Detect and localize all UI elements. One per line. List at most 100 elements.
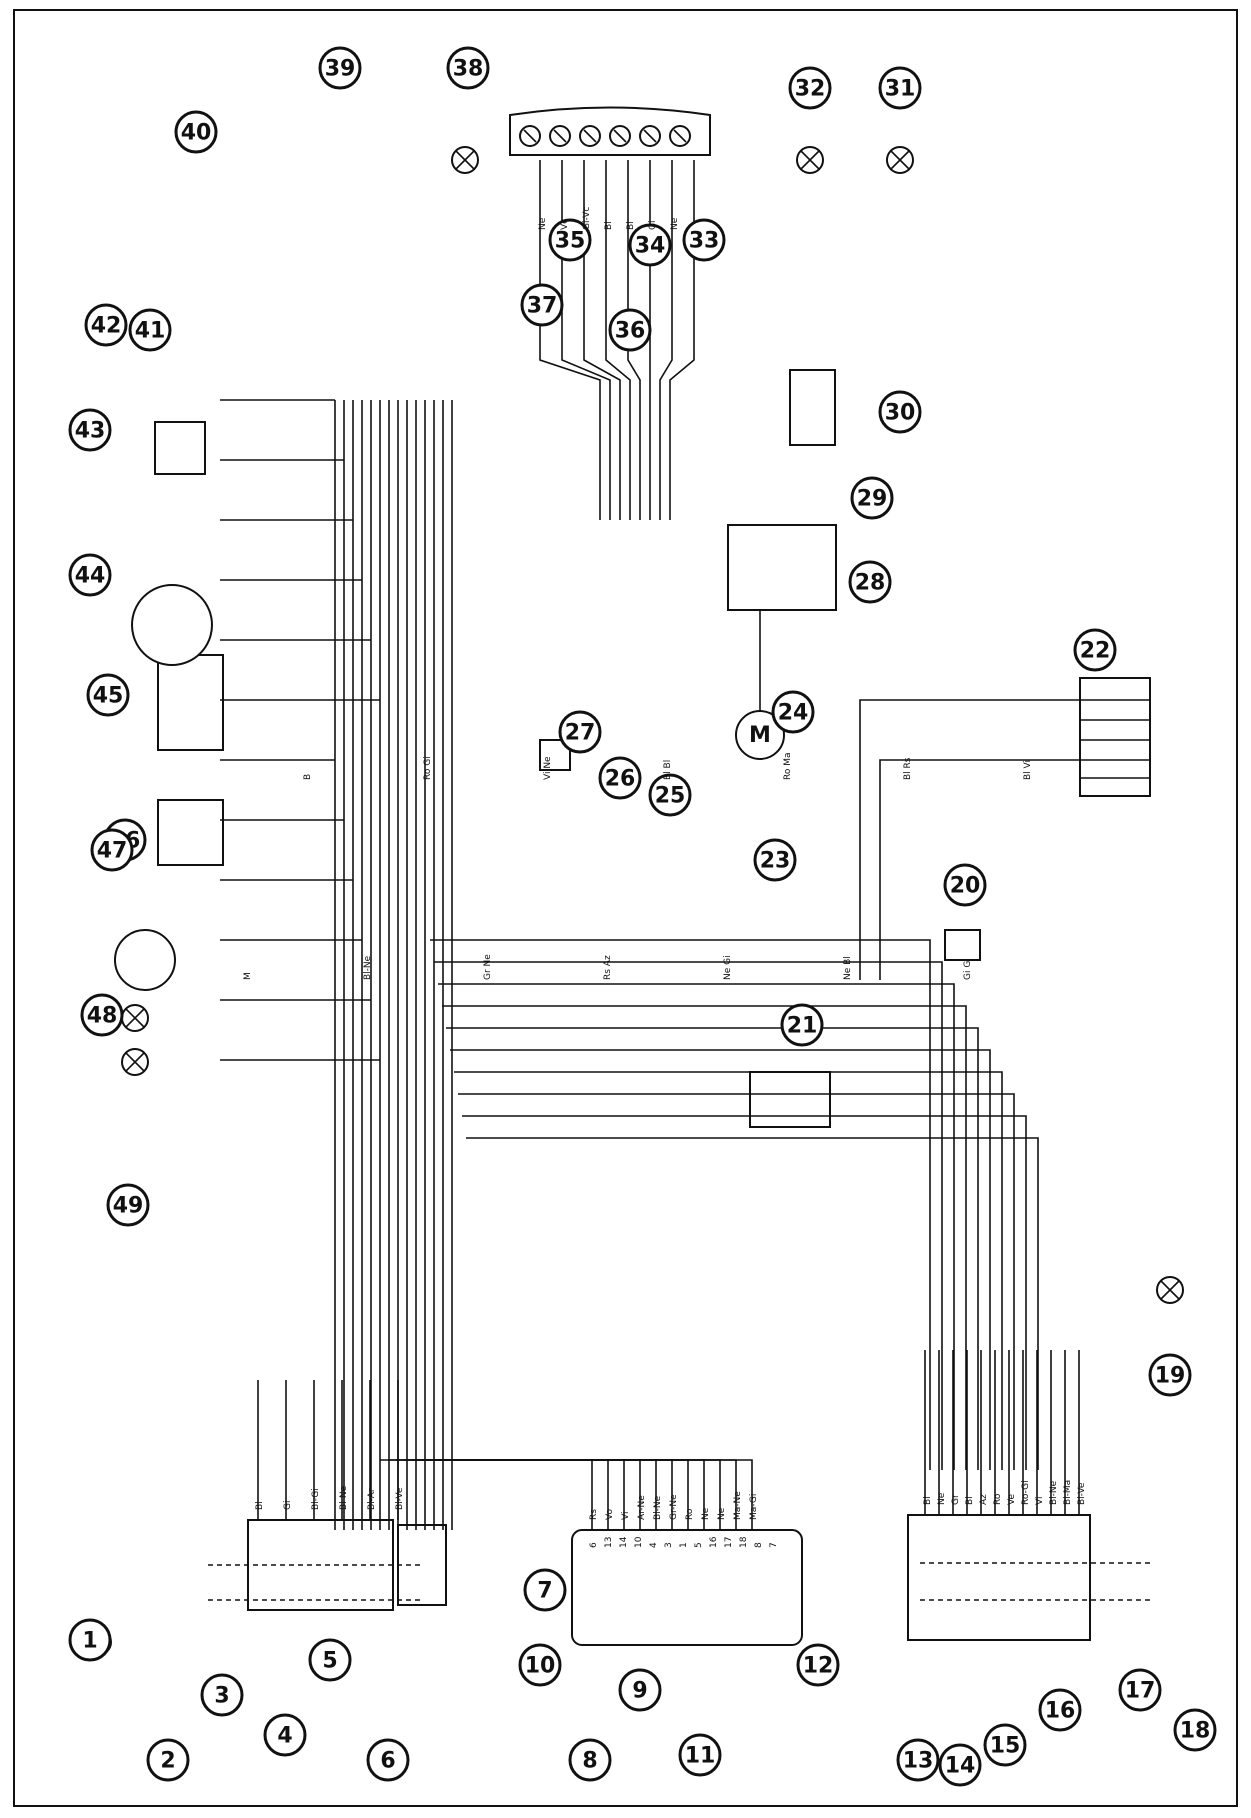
component-26-box <box>539 739 571 771</box>
svg-text:Ma-Gi: Ma-Gi <box>749 1494 759 1520</box>
svg-text:18: 18 <box>739 1536 749 1548</box>
svg-text:24: 24 <box>778 701 809 726</box>
callout-20: 20 <box>943 863 987 907</box>
svg-text:M: M <box>749 723 771 748</box>
callout-39: 39 <box>318 46 362 90</box>
callout-49: 49 <box>106 1183 150 1227</box>
svg-text:21: 21 <box>787 1014 818 1039</box>
component-6-box <box>397 1524 447 1606</box>
callout-24: 24 <box>771 690 815 734</box>
callout-3: 3 <box>200 1673 244 1717</box>
svg-text:3: 3 <box>664 1542 674 1548</box>
battery <box>1079 677 1151 797</box>
svg-text:Gi: Gi <box>283 1501 293 1510</box>
svg-text:47: 47 <box>97 839 128 864</box>
lamp-icons <box>84 125 1184 1656</box>
svg-text:38: 38 <box>453 57 484 82</box>
svg-text:Bl: Bl <box>626 221 636 230</box>
svg-text:44: 44 <box>75 564 106 589</box>
svg-text:4: 4 <box>277 1724 292 1749</box>
svg-text:Ne: Ne <box>701 1507 711 1520</box>
svg-text:16: 16 <box>1045 1699 1076 1724</box>
svg-text:Vi: Vi <box>621 1512 631 1520</box>
svg-text:Rs: Rs <box>589 1509 599 1520</box>
callout-26: 26 <box>598 756 642 800</box>
callout-11: 11 <box>678 1733 722 1777</box>
svg-text:Bl-Ma: Bl-Ma <box>1063 1480 1073 1505</box>
svg-text:8: 8 <box>754 1542 764 1548</box>
callout-12: 12 <box>796 1643 840 1687</box>
callout-32: 32 <box>788 66 832 110</box>
svg-text:Vo: Vo <box>605 1509 615 1520</box>
svg-text:28: 28 <box>855 571 886 596</box>
svg-text:33: 33 <box>689 229 720 254</box>
svg-text:22: 22 <box>1080 639 1111 664</box>
svg-text:4: 4 <box>649 1542 659 1548</box>
alternator <box>131 584 213 666</box>
svg-text:Bl-Ne: Bl-Ne <box>363 955 373 980</box>
svg-text:48: 48 <box>87 1004 118 1029</box>
svg-text:Bl: Bl <box>255 1501 265 1510</box>
svg-text:16: 16 <box>709 1536 719 1548</box>
svg-text:30: 30 <box>885 401 916 426</box>
svg-text:37: 37 <box>527 294 558 319</box>
svg-text:Ro-Gi: Ro-Gi <box>1021 1480 1031 1505</box>
svg-text:14: 14 <box>945 1754 976 1779</box>
svg-text:29: 29 <box>857 487 888 512</box>
svg-text:Ne: Ne <box>717 1507 727 1520</box>
svg-text:10: 10 <box>634 1536 644 1548</box>
svg-text:Ve: Ve <box>1007 1494 1017 1505</box>
svg-text:Ro Ma: Ro Ma <box>783 753 793 781</box>
svg-text:39: 39 <box>325 57 356 82</box>
horn <box>114 929 176 991</box>
svg-text:17: 17 <box>1125 1679 1156 1704</box>
callout-47: 47 <box>90 828 134 872</box>
svg-text:1: 1 <box>679 1542 689 1548</box>
callout-44: 44 <box>68 553 112 597</box>
svg-text:35: 35 <box>555 229 586 254</box>
fuse-box <box>749 1071 831 1128</box>
svg-text:12: 12 <box>803 1654 834 1679</box>
svg-text:7: 7 <box>769 1542 779 1548</box>
callout-13: 13 <box>896 1738 940 1782</box>
svg-text:Ar-Ne: Ar-Ne <box>637 1495 647 1520</box>
svg-text:14: 14 <box>619 1536 629 1548</box>
svg-text:11: 11 <box>685 1744 716 1769</box>
svg-text:Vi Ne: Vi Ne <box>543 756 553 780</box>
callout-28: 28 <box>848 560 892 604</box>
svg-text:Bl-Ne: Bl-Ne <box>339 1485 349 1510</box>
svg-text:49: 49 <box>113 1194 144 1219</box>
callout-8: 8 <box>568 1738 612 1782</box>
svg-text:36: 36 <box>615 319 646 344</box>
svg-text:Az: Az <box>979 1494 989 1505</box>
callout-17: 17 <box>1118 1668 1162 1712</box>
svg-text:Ne Gi: Ne Gi <box>723 955 733 980</box>
svg-text:Bl-Ne: Bl-Ne <box>1049 1480 1059 1505</box>
svg-text:Vc: Vc <box>560 219 570 230</box>
callout-7: 7 <box>523 1568 567 1612</box>
svg-text:Ne: Ne <box>937 1492 947 1505</box>
callout-35: 35 <box>548 218 592 262</box>
starter-relay <box>727 524 837 611</box>
svg-text:7: 7 <box>537 1579 552 1604</box>
svg-text:19: 19 <box>1155 1364 1186 1389</box>
svg-text:Bl Rs: Bl Rs <box>903 757 913 780</box>
callout-38: 38 <box>446 46 490 90</box>
callout-34: 34 <box>628 223 672 267</box>
callout-18: 18 <box>1173 1708 1217 1752</box>
svg-text:Bl-Ar: Bl-Ar <box>367 1488 377 1510</box>
svg-text:13: 13 <box>903 1749 934 1774</box>
svg-text:20: 20 <box>950 874 981 899</box>
svg-text:15: 15 <box>990 1734 1021 1759</box>
svg-text:Gr-Ne: Gr-Ne <box>669 1494 679 1520</box>
svg-text:27: 27 <box>565 721 596 746</box>
callout-1: 1 <box>68 1618 112 1662</box>
callout-31: 31 <box>878 66 922 110</box>
callout-23: 23 <box>753 838 797 882</box>
callout-25: 25 <box>648 773 692 817</box>
svg-text:Bl-Gi: Bl-Gi <box>311 1488 321 1510</box>
svg-text:13: 13 <box>604 1537 614 1548</box>
